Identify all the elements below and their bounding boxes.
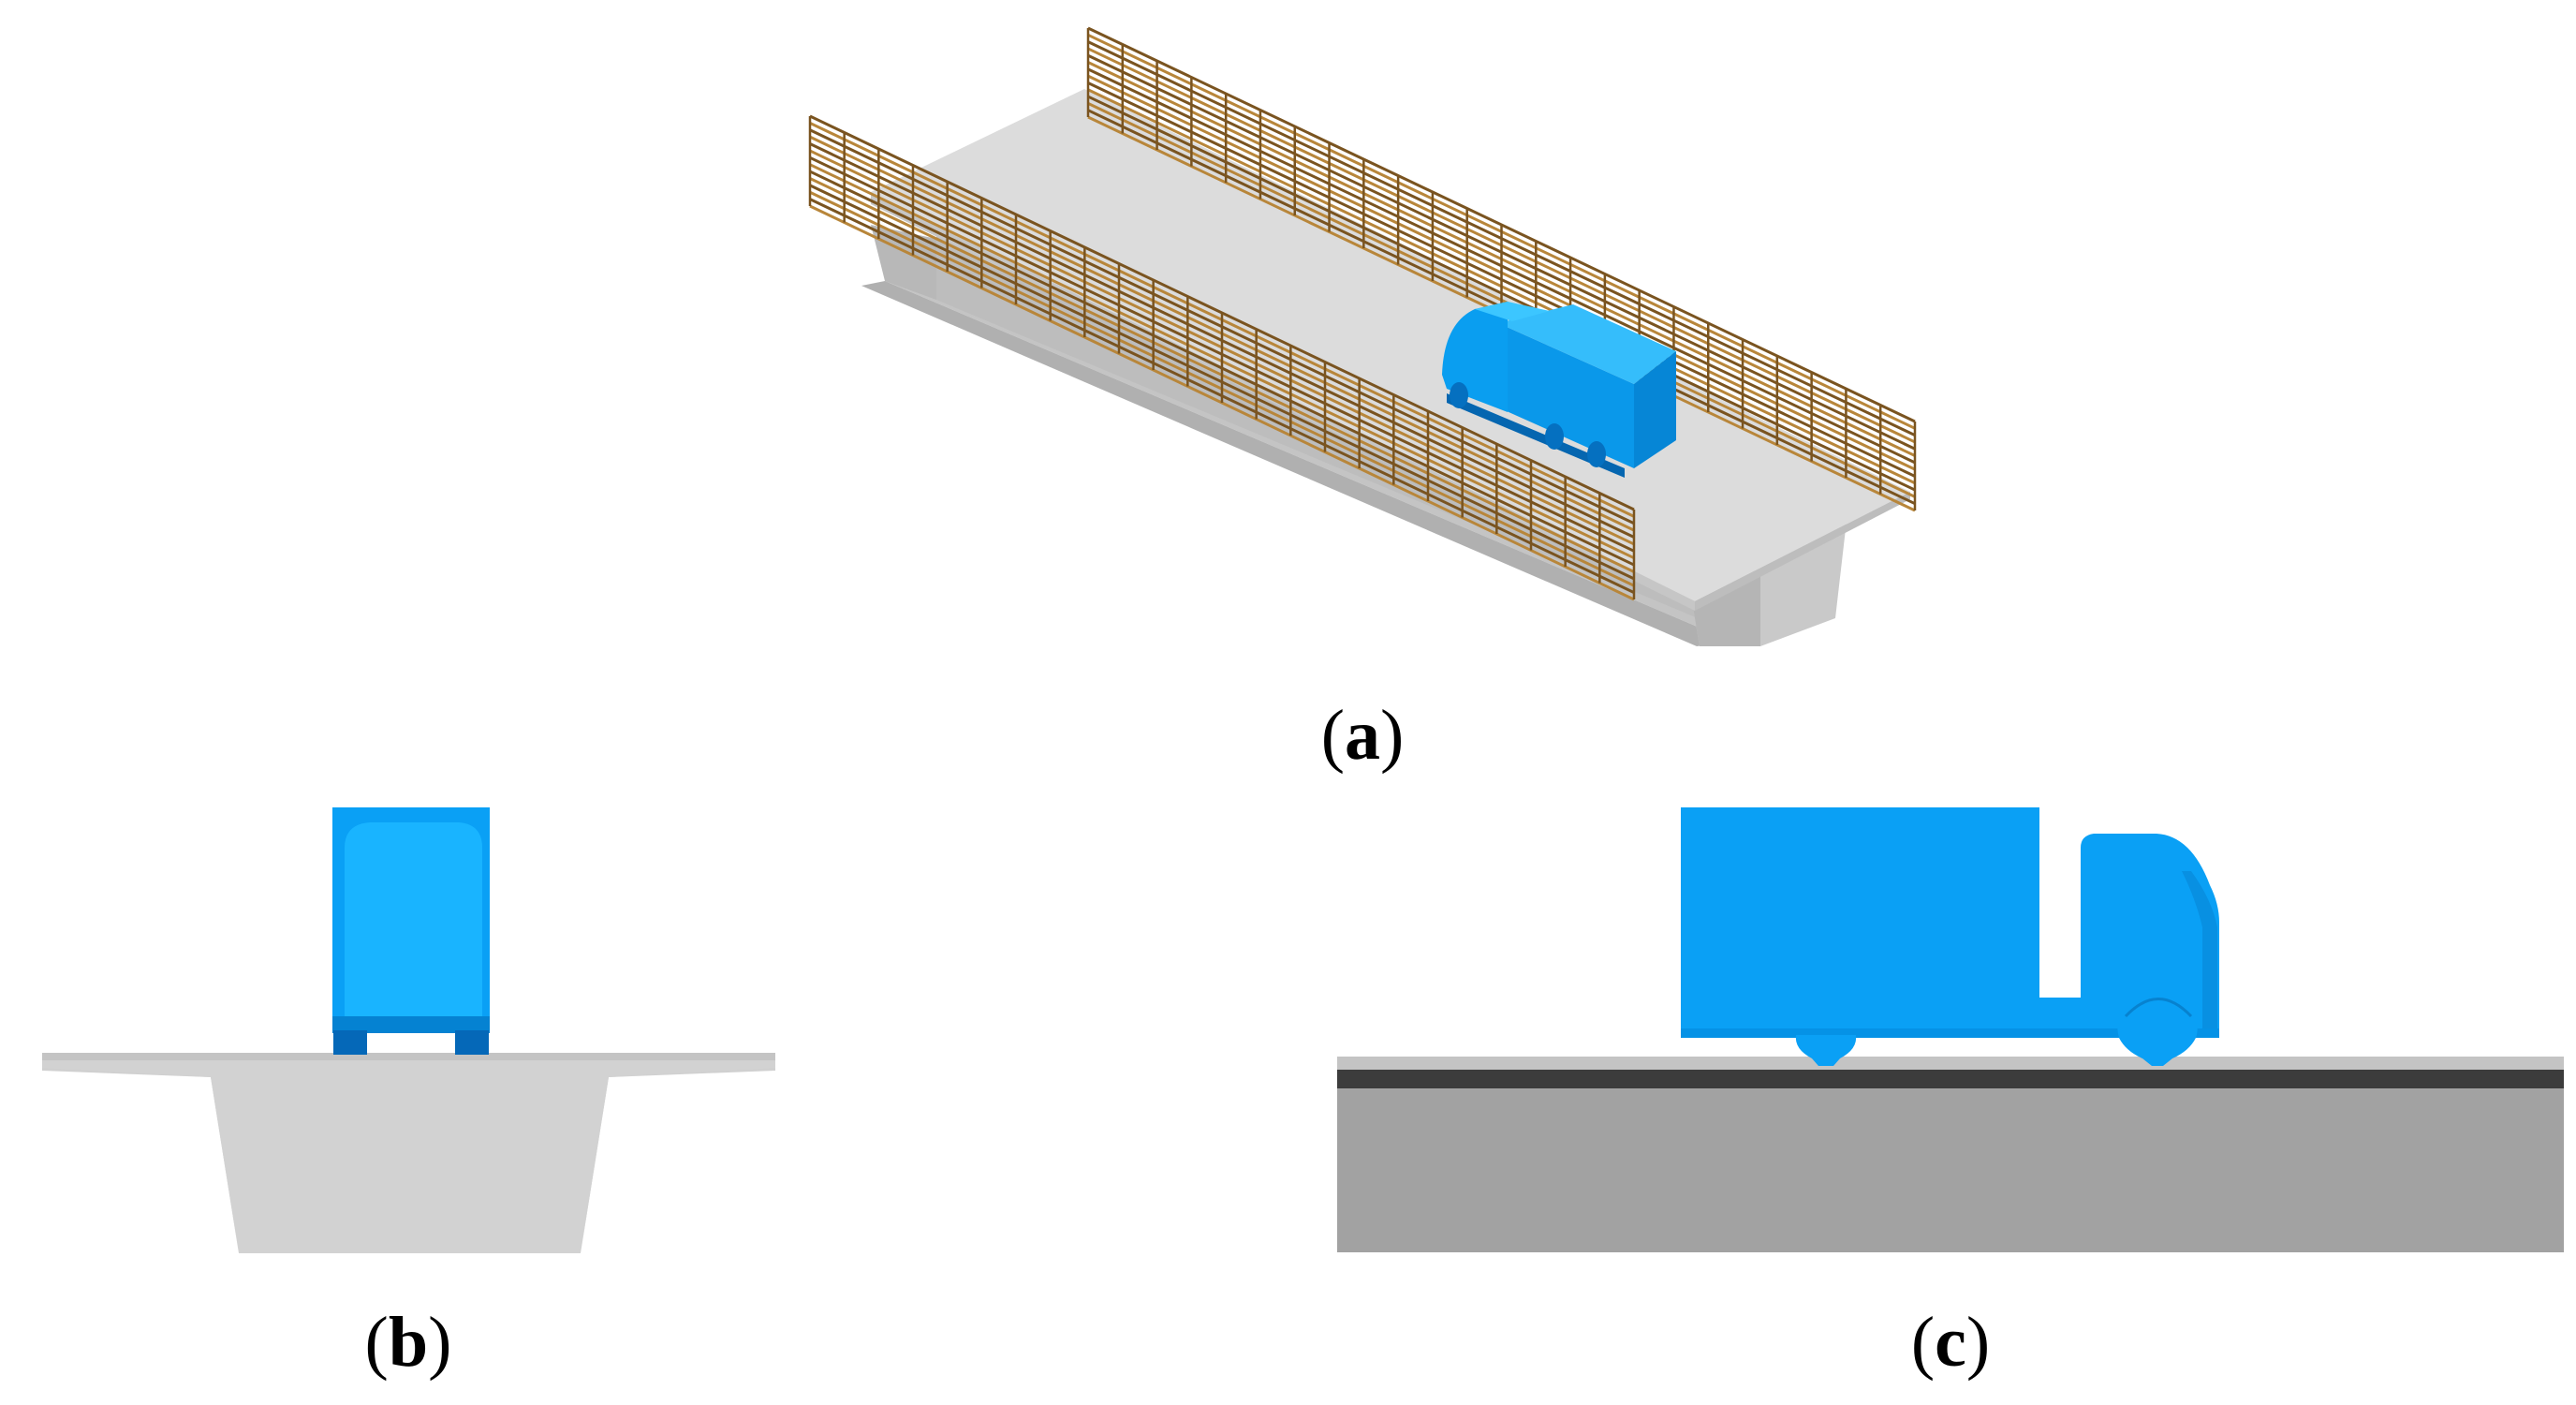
girder-bottom-face <box>861 281 1732 646</box>
panel-c-close-paren: ) <box>1966 1303 1990 1382</box>
truck-side-wheel-front <box>2117 998 2198 1066</box>
truck-front-wheel-left <box>333 1030 367 1055</box>
truck-iso-wheel-rear <box>1545 423 1564 450</box>
panel-a-letter: a <box>1345 696 1380 775</box>
panel-b-open-paren: ( <box>365 1303 389 1382</box>
truck-iso-cargo-side <box>1498 323 1634 468</box>
truck-iso-wheel-rear2 <box>1587 441 1606 467</box>
panel-b-close-paren: ) <box>428 1303 451 1382</box>
panel-label-a: (a) <box>1321 696 1405 775</box>
panel-a-isometric-view: (a) <box>808 26 1917 775</box>
truck-isometric <box>1442 302 1676 478</box>
truck-side-chassis <box>1681 1028 2219 1038</box>
truck-side-cab-shade <box>2182 871 2217 1028</box>
panel-label-c: (c) <box>1911 1303 1990 1382</box>
truck-iso-cab-top <box>1475 302 1550 321</box>
deck-front-edge <box>871 192 1695 611</box>
truck-side-cargo-box <box>1681 807 2039 1037</box>
truck-iso-wheel-front <box>1450 382 1468 408</box>
panel-b-letter: b <box>389 1303 428 1382</box>
panel-a-open-paren: ( <box>1321 696 1345 775</box>
barrier-near <box>808 114 1636 601</box>
panel-label-b: (b) <box>365 1303 452 1382</box>
deck-side-light-layer <box>1337 1057 2564 1070</box>
deck-end-edge <box>1695 492 1910 611</box>
panel-a-close-paren: ) <box>1380 696 1404 775</box>
deck-side-dark-layer <box>1337 1070 2564 1088</box>
panel-b-cross-section: (b) <box>42 807 775 1382</box>
truck-iso-underside <box>1447 393 1625 478</box>
deck-top-line <box>42 1053 775 1060</box>
truck-front-bumper <box>332 1016 490 1033</box>
panel-c-letter: c <box>1935 1303 1966 1382</box>
truck-iso-cargo-end <box>1634 351 1676 468</box>
truck-side-wheel-rear <box>1795 1035 1857 1066</box>
girder-side-layer <box>1337 1088 2564 1252</box>
truck-front-cab-panel <box>345 822 482 1016</box>
deck-cross-section <box>42 1057 775 1253</box>
truck-front-wheel-right <box>455 1030 489 1055</box>
truck-iso-cargo-top <box>1498 304 1676 384</box>
panel-c-side-view: (c) <box>1337 807 2564 1382</box>
truck-side-wheel-front-arch <box>2124 998 2193 1018</box>
deck-top-surface <box>871 89 1910 601</box>
truck-side-cab <box>2039 834 2219 1037</box>
panel-c-open-paren: ( <box>1911 1303 1935 1382</box>
